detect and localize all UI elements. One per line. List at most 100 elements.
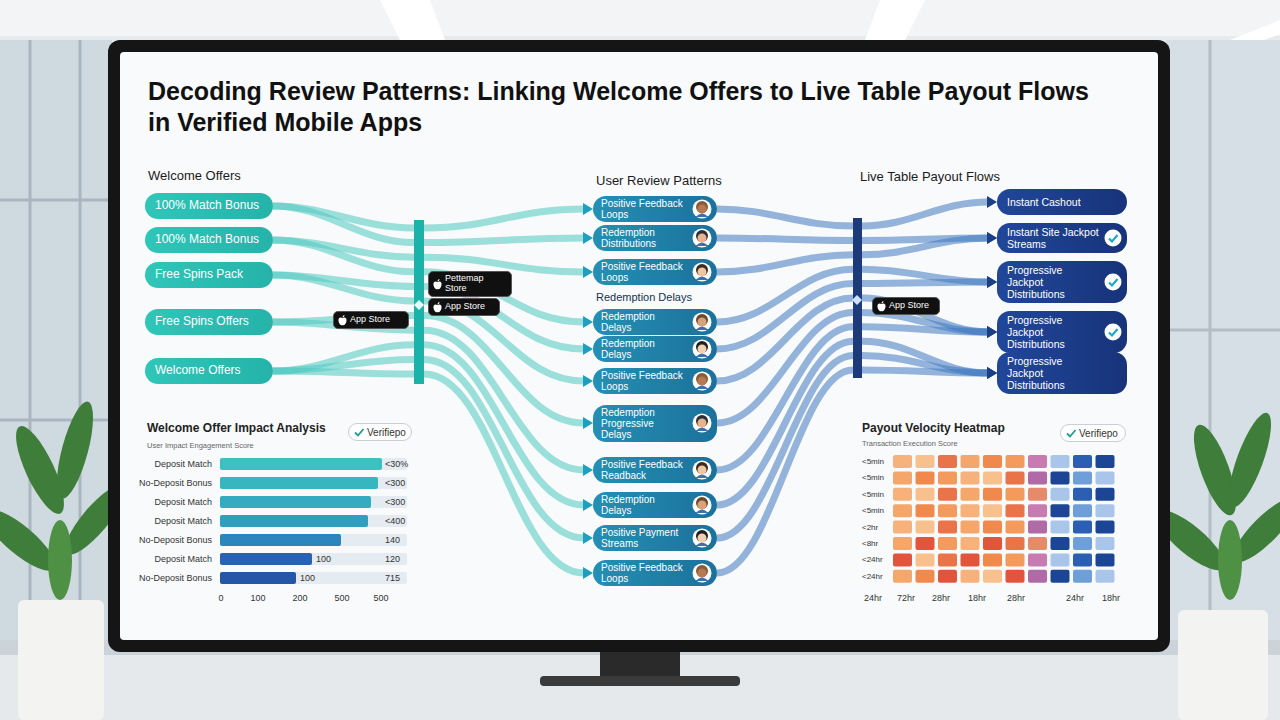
row-label: <5min xyxy=(862,457,884,466)
heat-cell xyxy=(961,570,980,583)
row-label: <5min xyxy=(862,473,884,482)
flow-connector xyxy=(273,359,584,538)
avatar-body xyxy=(696,243,709,247)
apple-shape xyxy=(338,315,346,325)
node-texts: Redemption Progressive Delays xyxy=(601,407,687,440)
row-label: <5min xyxy=(862,506,884,515)
avatar-icon xyxy=(692,339,712,359)
plant-pot xyxy=(1178,610,1268,720)
heat-cell xyxy=(1028,504,1047,517)
store-badge: Pettemap Store xyxy=(428,271,512,297)
review-pill: Redemption Distributions xyxy=(593,225,717,251)
review-pill: Positive Feedback Loops xyxy=(593,259,717,285)
avatar-body xyxy=(696,277,709,281)
heat-cell xyxy=(893,471,912,484)
bar-label: Deposit Match xyxy=(154,516,212,526)
heat-cell xyxy=(961,537,980,550)
heat-cell xyxy=(961,521,980,534)
axis-label: 24hr xyxy=(1066,593,1084,603)
node-text: 100% Match Bonus xyxy=(155,199,259,213)
node-text: Free Spins Pack xyxy=(155,268,243,282)
avatar-face xyxy=(698,419,707,428)
node-texts: 100% Match Bonus xyxy=(155,233,259,247)
avatar-ring xyxy=(693,313,712,332)
review-pill: Positive Feedback Loops xyxy=(593,560,717,586)
avatar-ring xyxy=(693,372,712,391)
flow-connector xyxy=(273,206,584,243)
heat-cell xyxy=(1096,471,1115,484)
avatar-body xyxy=(696,327,709,331)
heat-cell xyxy=(1073,455,1092,468)
axis-label: 500 xyxy=(373,593,388,603)
heat-cell xyxy=(1051,488,1070,501)
node-texts: Instant Cashout xyxy=(1007,196,1081,208)
section-heading: User Review Patterns xyxy=(596,173,722,188)
avatar-icon xyxy=(692,413,712,433)
avatar-ring xyxy=(693,200,712,219)
flow-connector xyxy=(717,356,988,538)
check-icon xyxy=(1104,323,1122,341)
node-text: Progressive Jackpot Distributions xyxy=(1007,314,1099,350)
monitor-bezel xyxy=(108,40,1170,652)
heat-cell xyxy=(893,521,912,534)
heat-cell xyxy=(916,471,935,484)
avatar-face xyxy=(698,205,707,214)
heat-cell xyxy=(938,471,957,484)
review-pill: Positive Payment Streams xyxy=(593,525,717,551)
heat-cell xyxy=(1073,504,1092,517)
offer-pill: 100% Match Bonus xyxy=(145,227,273,253)
heat-cell xyxy=(961,455,980,468)
node-texts: Redemption Delays xyxy=(601,494,687,516)
heat-cell xyxy=(1006,488,1025,501)
monitor-base xyxy=(540,676,740,686)
node-text: Welcome Offers xyxy=(155,364,241,378)
apple-icon xyxy=(877,301,886,312)
node-text: Positive Feedback Loops xyxy=(601,198,687,220)
axis-label: 28hr xyxy=(932,593,950,603)
node-texts: Progressive Jackpot Distributions xyxy=(1007,314,1099,350)
heat-cell xyxy=(916,537,935,550)
avatar-face xyxy=(698,377,707,386)
apple-icon xyxy=(338,315,347,326)
heat-cell xyxy=(1028,521,1047,534)
node-text: Redemption Delays xyxy=(601,494,687,516)
heat-cell xyxy=(1006,521,1025,534)
bar-label: No-Deposit Bonus xyxy=(139,573,212,583)
avatar-body xyxy=(696,578,709,582)
heat-cell xyxy=(1006,553,1025,566)
verified-check xyxy=(353,426,365,438)
avatar-body xyxy=(696,475,709,479)
avatar-icon xyxy=(692,228,712,248)
node-text: Progressive Jackpot Distributions xyxy=(1007,264,1099,300)
bar-value: 140 xyxy=(385,535,400,545)
node-texts: Redemption Delays xyxy=(601,311,687,333)
heat-cell xyxy=(983,553,1002,566)
heat-cell xyxy=(1051,471,1070,484)
node-text: Positive Payment Streams xyxy=(601,527,687,549)
heat-cell xyxy=(938,521,957,534)
heat-cell xyxy=(916,488,935,501)
bar-tracks xyxy=(220,458,407,584)
row-label: <8hr xyxy=(862,539,878,548)
row-label: <24hr xyxy=(862,572,883,581)
bar-marker xyxy=(852,295,862,305)
heat-cell xyxy=(1073,488,1092,501)
bar-value: 715 xyxy=(385,573,400,583)
avatar-icon xyxy=(692,495,712,515)
avatar-icon xyxy=(692,199,712,219)
verified-badge: Verifiepo xyxy=(1060,424,1126,442)
flow-connector xyxy=(717,327,988,470)
bar-label: Deposit Match xyxy=(154,459,212,469)
avatar-face xyxy=(698,234,707,243)
heat-cell xyxy=(1051,570,1070,583)
node-texts: Free Spins Offers xyxy=(155,315,249,329)
node-text: Pettemap Store xyxy=(445,274,505,294)
heat-cell xyxy=(1006,537,1025,550)
node-text: Instant Site Jackpot Streams xyxy=(1007,226,1099,250)
store-badge: App Store xyxy=(428,298,500,316)
avatar-hair xyxy=(696,264,708,276)
node-texts: Welcome Offers xyxy=(155,364,241,378)
merge-bar xyxy=(853,218,862,378)
node-text: Redemption Progressive Delays xyxy=(601,407,687,440)
